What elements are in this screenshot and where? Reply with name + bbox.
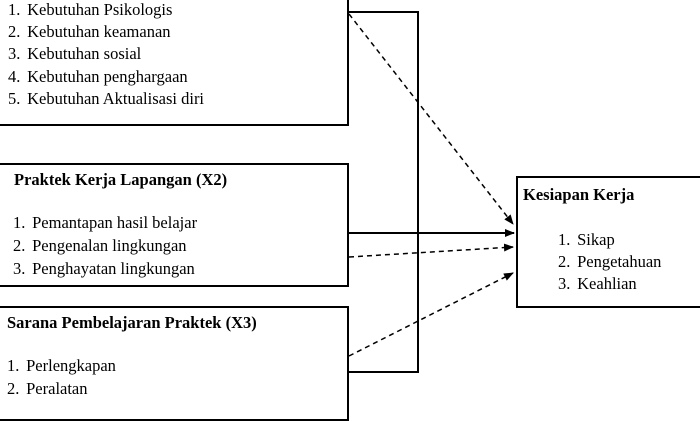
- x2-item-3-label: Penghayatan lingkungan: [32, 259, 195, 278]
- y-item-2-label: Pengetahuan: [577, 252, 662, 271]
- x1-item-4-label: Kebutuhan penghargaan: [27, 67, 188, 86]
- x3-item-2: 2. Peralatan: [7, 379, 88, 399]
- x1-item-3-num: 3.: [8, 44, 21, 63]
- x3-item-2-label: Peralatan: [26, 379, 88, 398]
- x1-item-5-label: Kebutuhan Aktualisasi diri: [27, 89, 205, 108]
- x2-item-1: 1. Pemantapan hasil belajar: [13, 213, 197, 233]
- x3-to-y-dashed-arrow: [348, 272, 514, 357]
- x1-item-4-num: 4.: [8, 67, 21, 86]
- x1-item-4: 4. Kebutuhan penghargaan: [8, 67, 188, 87]
- y-item-2: 2. Pengetahuan: [558, 252, 661, 272]
- x1-item-3: 3. Kebutuhan sosial: [8, 44, 141, 64]
- x1-item-2-num: 2.: [8, 22, 21, 41]
- x2-item-3-num: 3.: [13, 259, 26, 278]
- x2-to-y-dashed-arrow: [348, 243, 514, 258]
- x2-item-2-label: Pengenalan lingkungan: [32, 236, 187, 255]
- y-item-3-num: 3.: [558, 274, 571, 293]
- x1-item-5: 5. Kebutuhan Aktualisasi diri: [8, 89, 204, 109]
- x1-item-2: 2. Kebutuhan keamanan: [8, 22, 171, 42]
- y-item-1-num: 1.: [558, 230, 571, 249]
- x1-item-2-label: Kebutuhan keamanan: [27, 22, 171, 41]
- x2-title: Praktek Kerja Lapangan (X2): [14, 170, 228, 189]
- x2-item-2-num: 2.: [13, 236, 26, 255]
- x2-item-3: 3. Penghayatan lingkungan: [13, 259, 195, 279]
- x2-item-1-label: Pemantapan hasil belajar: [32, 213, 198, 232]
- box-x1-motivation: 1. Kebutuhan Psikologis 2. Kebutuhan kea…: [0, 0, 349, 126]
- x1-item-1-num: 1.: [8, 0, 21, 19]
- x1-item-1: 1. Kebutuhan Psikologis: [8, 0, 172, 20]
- x3-item-1-label: Perlengkapan: [26, 356, 116, 375]
- box-x2-field-practice: Praktek Kerja Lapangan (X2) 1. Pemantapa…: [0, 163, 349, 287]
- x3-item-1: 1. Perlengkapan: [7, 356, 116, 376]
- y-item-2-num: 2.: [558, 252, 571, 271]
- y-title: Kesiapan Kerja: [523, 185, 635, 204]
- y-item-3: 3. Keahlian: [558, 274, 637, 294]
- x1-to-y-dashed-arrow: [348, 13, 514, 225]
- x1-item-1-label: Kebutuhan Psikologis: [27, 0, 173, 19]
- x3-title: Sarana Pembelajaran Praktek (X3): [7, 313, 257, 332]
- y-item-1: 1. Sikap: [558, 230, 615, 250]
- box-y-work-readiness: Kesiapan Kerja 1. Sikap 2. Pengetahuan 3…: [516, 176, 700, 308]
- y-item-1-label: Sikap: [577, 230, 615, 249]
- y-item-3-label: Keahlian: [577, 274, 637, 293]
- x1-item-5-num: 5.: [8, 89, 21, 108]
- x3-item-1-num: 1.: [7, 356, 20, 375]
- x3-item-2-num: 2.: [7, 379, 20, 398]
- box-x3-practice-facilities: Sarana Pembelajaran Praktek (X3) 1. Perl…: [0, 306, 349, 421]
- x2-item-1-num: 1.: [13, 213, 26, 232]
- x1-item-3-label: Kebutuhan sosial: [27, 44, 142, 63]
- x2-item-2: 2. Pengenalan lingkungan: [13, 236, 187, 256]
- joint-bracket-line: [349, 11, 419, 373]
